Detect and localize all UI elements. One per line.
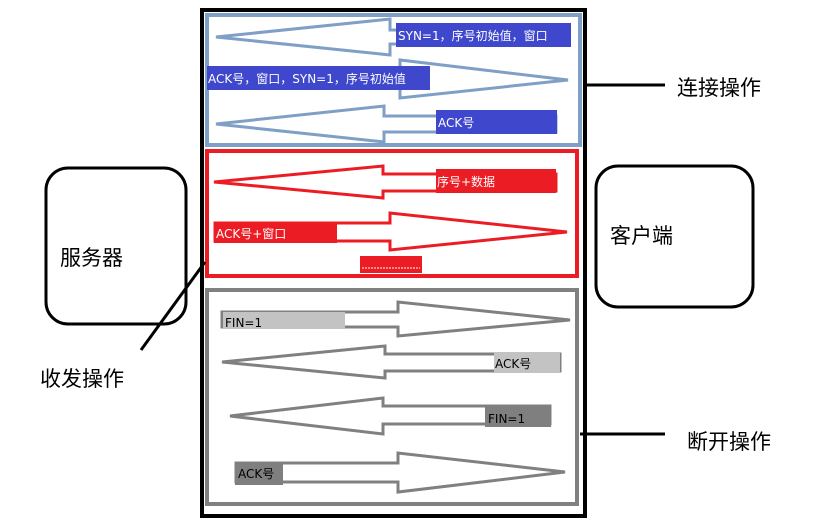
transfer-label-2: ACK号+窗口 (216, 227, 286, 241)
disconnect-arrow-4 (234, 451, 566, 494)
transfer-pointer-line (139, 261, 207, 351)
transfer-label: 收发操作 (40, 367, 124, 391)
disconnect-label-box-1 (223, 312, 345, 329)
client-label: 客户端 (610, 224, 673, 248)
transfer-section-frame (205, 149, 579, 278)
outer-frame (200, 8, 587, 518)
connect-label-3: ACK号 (438, 116, 474, 130)
server-box (44, 166, 188, 326)
disconnect-label-3: FIN=1 (488, 412, 525, 426)
server-label: 服务器 (60, 246, 123, 270)
client-box (594, 164, 755, 309)
transfer-label-1: 序号+数据 (437, 174, 495, 189)
connect-label: 连接操作 (677, 76, 761, 100)
transfer-label-box-2 (214, 223, 337, 243)
disconnect-label-box-4 (235, 462, 283, 485)
disconnect-label-2: ACK号 (495, 357, 531, 371)
disconnect-section-frame (205, 288, 579, 506)
connect-label-box-1 (396, 23, 571, 47)
disconnect-label-box-3 (485, 406, 551, 427)
connect-label-box-3 (436, 110, 557, 134)
disconnect-label-box-2 (494, 352, 560, 373)
transfer-marker-block (360, 256, 422, 273)
disconnect-label-4: ACK号 (238, 467, 274, 481)
disconnect-label-1: FIN=1 (225, 316, 262, 330)
connect-label-1: SYN=1，序号初始值，窗口 (398, 28, 548, 43)
transfer-label-box-1 (436, 169, 556, 193)
connect-label-2: ACK号，窗口，SYN=1，序号初始值 (208, 71, 406, 86)
connect-label-box-2 (207, 66, 430, 90)
disconnect-label: 断开操作 (687, 430, 771, 454)
